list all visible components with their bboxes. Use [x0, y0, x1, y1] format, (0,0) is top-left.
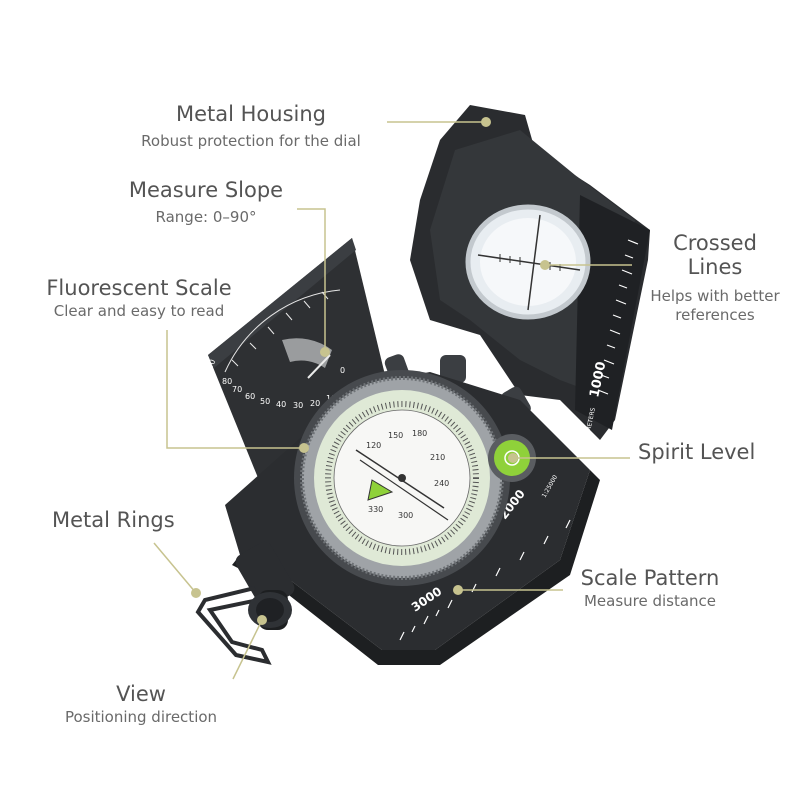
- slope-30: 30: [293, 401, 303, 410]
- metal-rings-title: Metal Rings: [52, 508, 175, 532]
- slope-0: 0: [340, 366, 345, 375]
- dial-120: 120: [366, 441, 381, 450]
- dial-180: 180: [412, 429, 427, 438]
- view-sight-ring: [195, 541, 295, 665]
- crossed-lines-subtitle-2: references: [675, 306, 755, 324]
- dial-240: 240: [434, 479, 449, 488]
- callout-crossed-lines: Crossed Lines Helps with better referenc…: [636, 231, 794, 324]
- lid-scale-1000: 1000: [587, 360, 609, 399]
- view-title: View: [116, 682, 166, 706]
- lid-ruler-ticks: [597, 239, 639, 395]
- dial-210: 210: [430, 453, 445, 462]
- measure-slope-title: Measure Slope: [128, 178, 284, 202]
- callout-spirit-level: Spirit Level: [638, 440, 755, 464]
- slope-90: 90: [205, 358, 217, 371]
- slope-70: 70: [232, 385, 242, 394]
- callout-measure-slope: Measure Slope Range: 0–90°: [116, 178, 296, 226]
- leader-lines: [153, 117, 632, 680]
- callout-metal-housing: Metal Housing Robust protection for the …: [120, 102, 382, 150]
- crosshair-horizontal: [477, 254, 581, 271]
- crossed-lines-title-1: Crossed: [673, 231, 757, 255]
- slope-80: 80: [222, 377, 232, 386]
- slope-40: 40: [276, 400, 286, 409]
- leader-metal-rings: [153, 542, 197, 594]
- crossed-lines-title-2: Lines: [687, 255, 743, 279]
- metal-housing-title: Metal Housing: [175, 102, 326, 126]
- view-subtitle: Positioning direction: [64, 708, 218, 726]
- leader-view: [232, 619, 263, 680]
- dial-150: 150: [388, 431, 403, 440]
- fluorescent-scale-title: Fluorescent Scale: [46, 276, 232, 300]
- metal-housing-subtitle: Robust protection for the dial: [141, 132, 361, 150]
- metal-housing-lid: 1000 METERS: [410, 105, 650, 440]
- crossed-lines-subtitle-1: Helps with better: [650, 287, 780, 305]
- fluorescent-scale-subtitle: Clear and easy to read: [53, 302, 225, 320]
- scale-pattern-subtitle: Measure distance: [583, 592, 717, 610]
- scale-pattern-title: Scale Pattern: [580, 566, 720, 590]
- dial-330: 330: [368, 505, 383, 514]
- callout-scale-pattern: Scale Pattern Measure distance: [570, 566, 730, 610]
- leader-fluorescent-scale: [166, 330, 304, 449]
- base-ruler-ticks: [399, 519, 571, 641]
- measure-slope-subtitle: Range: 0–90°: [155, 208, 257, 226]
- slope-50: 50: [260, 397, 270, 406]
- callout-fluorescent-scale: Fluorescent Scale Clear and easy to read: [36, 276, 242, 320]
- callout-view: View Positioning direction: [46, 682, 236, 726]
- spirit-level-title: Spirit Level: [638, 440, 756, 464]
- callout-metal-rings: Metal Rings: [52, 508, 175, 532]
- compass-dial: 120 150 180 210 240 300 330: [294, 370, 510, 586]
- dial-needle-arrow: [367, 479, 394, 501]
- leader-measure-slope: [297, 208, 326, 352]
- slope-20: 20: [310, 399, 320, 408]
- slope-60: 60: [245, 392, 255, 401]
- dial-300: 300: [398, 511, 413, 520]
- lid-meters-mark: METERS: [585, 407, 597, 433]
